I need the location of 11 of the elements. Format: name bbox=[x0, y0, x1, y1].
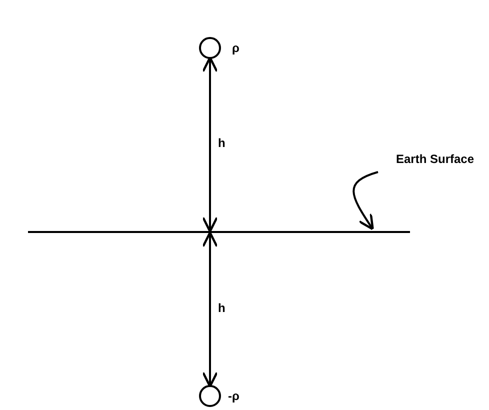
charge-label: -ρ bbox=[228, 389, 240, 403]
edge-label: h bbox=[218, 300, 226, 314]
leader-arrow bbox=[352, 171, 378, 230]
charge-circle bbox=[199, 385, 221, 407]
charge-label: ρ bbox=[232, 41, 240, 55]
double-arrow bbox=[202, 56, 218, 233]
edge-label: h bbox=[218, 136, 226, 150]
charge-circle bbox=[199, 37, 221, 59]
surface-label: Earth Surface bbox=[396, 152, 474, 166]
double-arrow bbox=[202, 231, 218, 388]
earth-surface-line bbox=[28, 231, 410, 233]
